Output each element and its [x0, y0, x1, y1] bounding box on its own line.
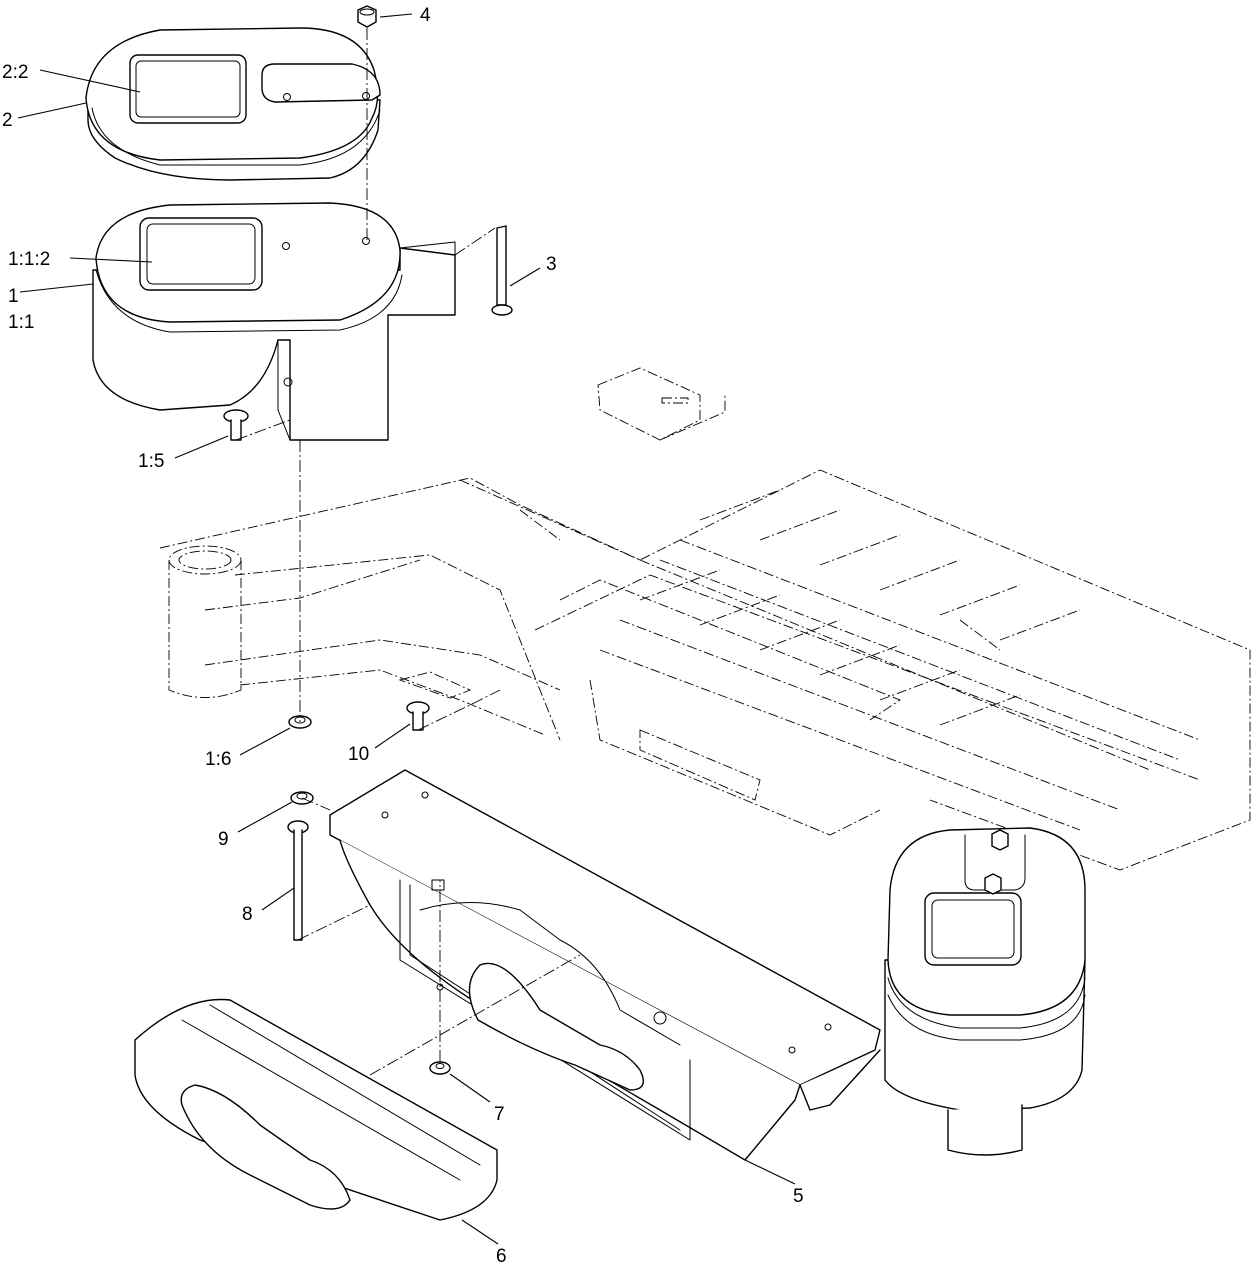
callout-3: 3 [546, 254, 557, 275]
callout-2: 2 [2, 110, 13, 131]
callout-1: 1 [8, 286, 19, 307]
part-4-nut [357, 5, 377, 28]
part-7-nut [429, 1061, 451, 1075]
callout-labels: 4 2:2 2 1:1:2 3 1 1:1 1:5 1:6 10 9 8 7 5… [2, 5, 804, 1267]
callout-4: 4 [420, 5, 431, 26]
part-5-bracket [329, 769, 881, 1161]
part-8-bolt [287, 820, 309, 941]
callout-5: 5 [793, 1186, 804, 1207]
machine-frame-ghost [159, 367, 1251, 871]
assembly-centerlines [235, 28, 581, 1076]
callout-10: 10 [348, 744, 369, 765]
part-1-5-rivet [223, 409, 249, 441]
callout-2-2: 2:2 [2, 62, 28, 83]
callout-6: 6 [496, 1246, 507, 1267]
part-2-cup-holder-cover [85, 27, 381, 181]
callout-1-5: 1:5 [138, 451, 164, 472]
leader-lines [17, 13, 796, 1245]
callout-1-1: 1:1 [8, 312, 34, 333]
part-6-tray [134, 998, 498, 1221]
callout-1-6: 1:6 [205, 749, 231, 770]
assembled-cup-holder [884, 827, 1086, 1156]
part-3-bolt [491, 225, 513, 316]
callout-7: 7 [494, 1104, 505, 1125]
callout-8: 8 [242, 904, 253, 925]
callout-9: 9 [218, 829, 229, 850]
part-1-cup-holder [92, 202, 456, 441]
callout-1-1-2: 1:1:2 [8, 249, 50, 270]
